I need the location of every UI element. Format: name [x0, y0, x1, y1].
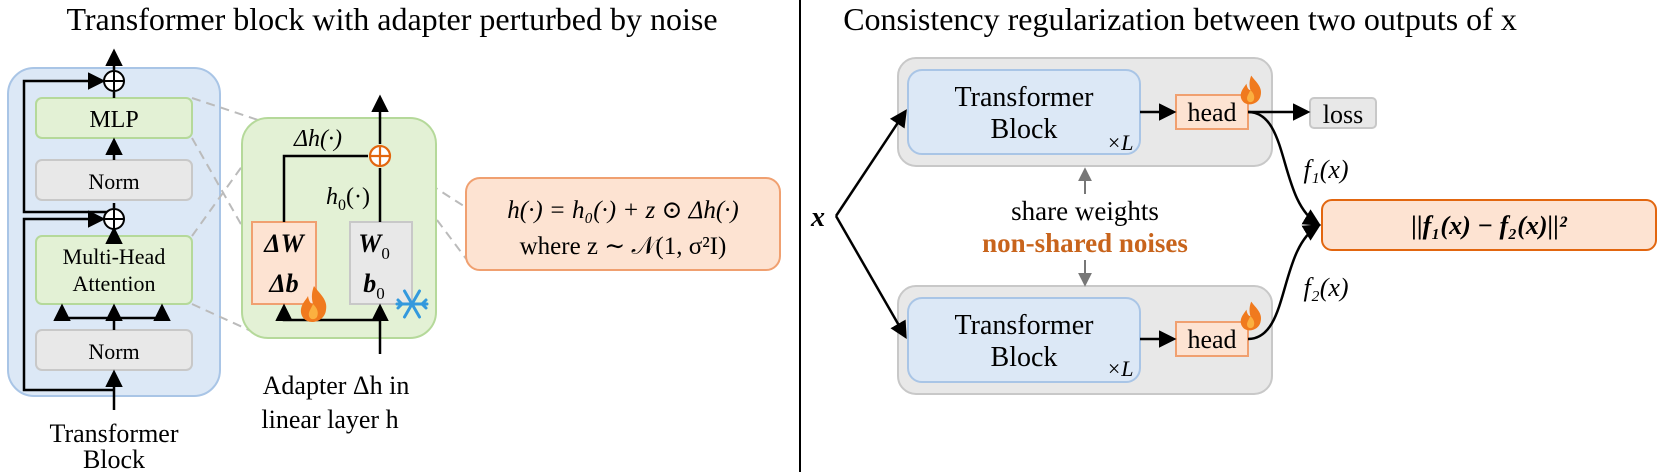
- residual-add-top: [103, 70, 125, 92]
- mlp-box: MLP: [35, 97, 193, 139]
- flame-icon: [300, 286, 327, 322]
- top-head-label: head: [1187, 98, 1236, 127]
- formula-line2: where z ∼ 𝒩(1, σ²I): [520, 233, 727, 260]
- frozen-weights-box: W0 b0: [349, 221, 413, 305]
- delta-b-label: Δb: [268, 269, 298, 298]
- snowflake-icon: [395, 289, 429, 319]
- adapter-caption-line1: Adapter Δh in: [263, 371, 410, 400]
- delta-w-label: ΔW: [263, 229, 305, 258]
- non-shared-noises-label: non-shared noises: [982, 228, 1188, 258]
- h0-label: h0(·): [326, 184, 370, 214]
- norm-bottom-label: Norm: [88, 339, 139, 364]
- adapter-caption-line2: linear layer h: [261, 405, 398, 434]
- norm-top-box: Norm: [35, 159, 193, 201]
- f2-label: f₂(x): [1303, 273, 1348, 302]
- norm-top-label: Norm: [88, 169, 139, 194]
- mha-label-line1: Multi-Head: [63, 244, 166, 269]
- formula-line1: h(·) = h₀(·) + z ⊙ Δh(·): [507, 197, 738, 224]
- top-block-line1: Transformer: [955, 82, 1095, 113]
- consistency-label: ||f₁(x) − f₂(x)||²: [1411, 211, 1568, 240]
- f1-label: f₁(x): [1303, 155, 1348, 184]
- delta-h-label: Δh(·): [293, 126, 342, 152]
- top-head-flame-icon: [1240, 75, 1262, 105]
- top-block-line2: Block: [991, 114, 1058, 145]
- adapter-trainable-box: ΔW Δb: [251, 221, 317, 305]
- block-flow-lines: [22, 48, 171, 410]
- bottom-head-label: head: [1187, 325, 1236, 354]
- right-flow-lines: [834, 103, 1321, 348]
- transformer-block-caption-line1: Transformer: [49, 419, 178, 448]
- consistency-box: ||f₁(x) − f₂(x)||²: [1321, 199, 1657, 251]
- bottom-block-line2: Block: [991, 342, 1058, 373]
- top-block-repeat: ×L: [1106, 130, 1133, 155]
- share-weights-label: share weights: [1011, 196, 1159, 226]
- residual-add-bottom: [103, 208, 125, 230]
- left-panel-title: Transformer block with adapter perturbed…: [66, 1, 717, 37]
- norm-bottom-box: Norm: [35, 329, 193, 371]
- adapter-flow-lines: [275, 94, 389, 354]
- mha-label-line2: Attention: [72, 271, 155, 296]
- formula-box: h(·) = h₀(·) + z ⊙ Δh(·) where z ∼ 𝒩(1, …: [465, 177, 781, 271]
- bottom-block-line1: Transformer: [955, 310, 1095, 341]
- b0-label: b0: [363, 269, 385, 303]
- bottom-block-repeat: ×L: [1106, 356, 1133, 381]
- right-panel-title: Consistency regularization between two o…: [843, 1, 1517, 37]
- adapter-add-node: [368, 144, 392, 168]
- mlp-label: MLP: [89, 107, 138, 133]
- bottom-head-flame-icon: [1240, 301, 1262, 331]
- input-x-label: x: [810, 202, 825, 233]
- loss-label: loss: [1323, 100, 1363, 129]
- transformer-block-caption-line2: Block: [83, 445, 145, 472]
- w0-label: W0: [358, 229, 390, 263]
- mha-box: Multi-Head Attention: [35, 235, 193, 305]
